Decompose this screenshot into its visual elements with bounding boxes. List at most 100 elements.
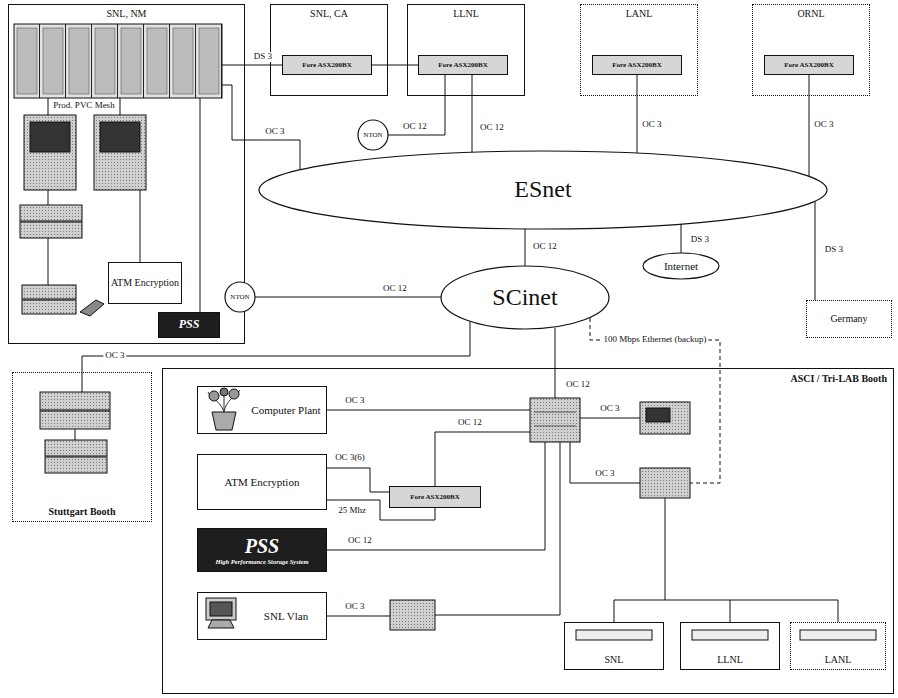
site-box: ATM EncryptionPSS SNL, NM [8,4,245,344]
network-cloud: ESnet [258,150,828,230]
link-label: OC 12 [478,123,506,133]
link-label: OC 12 [564,380,592,390]
switch-box: Fore ASX200BX [418,55,508,75]
nton-circle: NTON [224,281,256,313]
booth-box: Computer PlantATM EncryptionFore ASX200B… [162,368,894,694]
network-link [245,140,300,170]
phone-icon [80,300,104,316]
vlan-switch [390,600,435,630]
node-label: Computer Plant [251,404,320,417]
site-box: Germany [806,300,892,338]
booth-wire [75,372,82,440]
node-label: LLNL [717,654,743,666]
link-label: OC 3 [640,120,663,130]
node-label: ATM Encryption [225,476,300,489]
switch-box: Fore ASX200BX [282,55,372,75]
router-device [692,630,768,640]
node-label: ATM Encryption [111,277,179,289]
network-link [815,201,816,300]
computer-icon [206,598,236,620]
link-label: 25 Mhz [336,506,368,516]
nton-circle: NTON [357,119,389,151]
node-label: ASCI / Tri-LAB Booth [790,373,887,385]
backup-link [590,318,720,483]
node-label: Fore ASX200BX [784,61,833,69]
site-box: Fore ASX200BX LANL [580,4,698,96]
booth-wires [327,328,838,622]
network-cloud: SCinet [440,265,610,330]
site-box: Fore ASX200BX LLNL [407,4,525,96]
node-label: NTON [230,293,249,301]
central-hub [530,398,580,442]
switch-stack [22,285,76,299]
network-link [472,75,473,152]
node-label: PSS [179,318,200,332]
site-box: Fore ASX200BX SNL, CA [270,4,388,96]
switch-box: Fore ASX200BX [389,486,481,508]
link-label: OC 3 [812,120,835,130]
link-label: DS 3 [252,52,274,62]
node-label: Germany [830,313,867,325]
switch-box: Fore ASX200BX [592,55,682,75]
node-label: LLNL [453,8,479,20]
storage-box: PSS [158,312,220,338]
network-link [245,65,282,66]
tower-switch [94,115,146,190]
link-label: OC 12 [381,284,409,294]
network-link [327,468,389,492]
network-link [255,297,441,298]
node-label: Fore ASX200BX [612,61,661,69]
display-device [640,402,690,434]
node-label: PSS [245,535,279,558]
lab-box: LANL [790,622,886,670]
node-label: SNL, CA [310,8,348,20]
node-label: SNL, NM [106,8,146,20]
switch-stack [45,440,107,456]
plant-icon [212,412,236,430]
node-label: Stuttgart Booth [49,506,116,518]
node-label: Internet [664,260,698,273]
node-label: LANL [626,8,653,20]
link-label: OC 3 [103,351,126,361]
mesh-label: Prod. PVC Mesh [51,101,116,111]
rack-wires [48,65,245,312]
switch-box: Fore ASX200BX [764,55,854,75]
link-label: OC 3 [598,404,621,414]
network-link [372,65,418,66]
router-device [800,630,876,640]
node-subtitle: High Performance Storage System [216,558,309,565]
node-label: ESnet [514,176,571,204]
link-label: OC 12 [456,418,484,428]
link-label: DS 3 [689,235,711,245]
server-rack [14,24,222,98]
node-label: Fore ASX200BX [410,493,459,501]
link-label: OC 12 [401,122,429,132]
node-label: ORNL [797,8,824,20]
link-label: OC 3(6) [333,453,367,463]
router-device [576,630,652,640]
storage-box: PSSHigh Performance Storage System [197,528,327,572]
node-label: Fore ASX200BX [302,61,351,69]
lan-hub [640,468,690,498]
network-link [525,229,526,266]
compute-box: Computer Plant [197,386,327,434]
network-cloud: Internet [642,252,720,280]
lab-box: SNL [564,622,664,670]
network-link [681,224,682,253]
switch-stack [40,392,110,410]
encryption-box: ATM Encryption [108,262,182,304]
lab-box: LLNL [680,622,780,670]
site-box: Fore ASX200BX ORNL [752,4,870,96]
tower-switch [24,115,76,190]
node-label: LANL [825,654,852,666]
link-label: OC 3 [343,602,366,612]
link-label: OC 3 [593,469,616,479]
encryption-box: ATM Encryption [197,454,327,510]
node-label: Fore ASX200BX [438,61,487,69]
node-label: SNL Vlan [264,610,308,623]
booth-box: Stuttgart Booth [12,372,152,522]
link-label: OC 3 [263,127,286,137]
link-label: DS 3 [823,245,845,255]
